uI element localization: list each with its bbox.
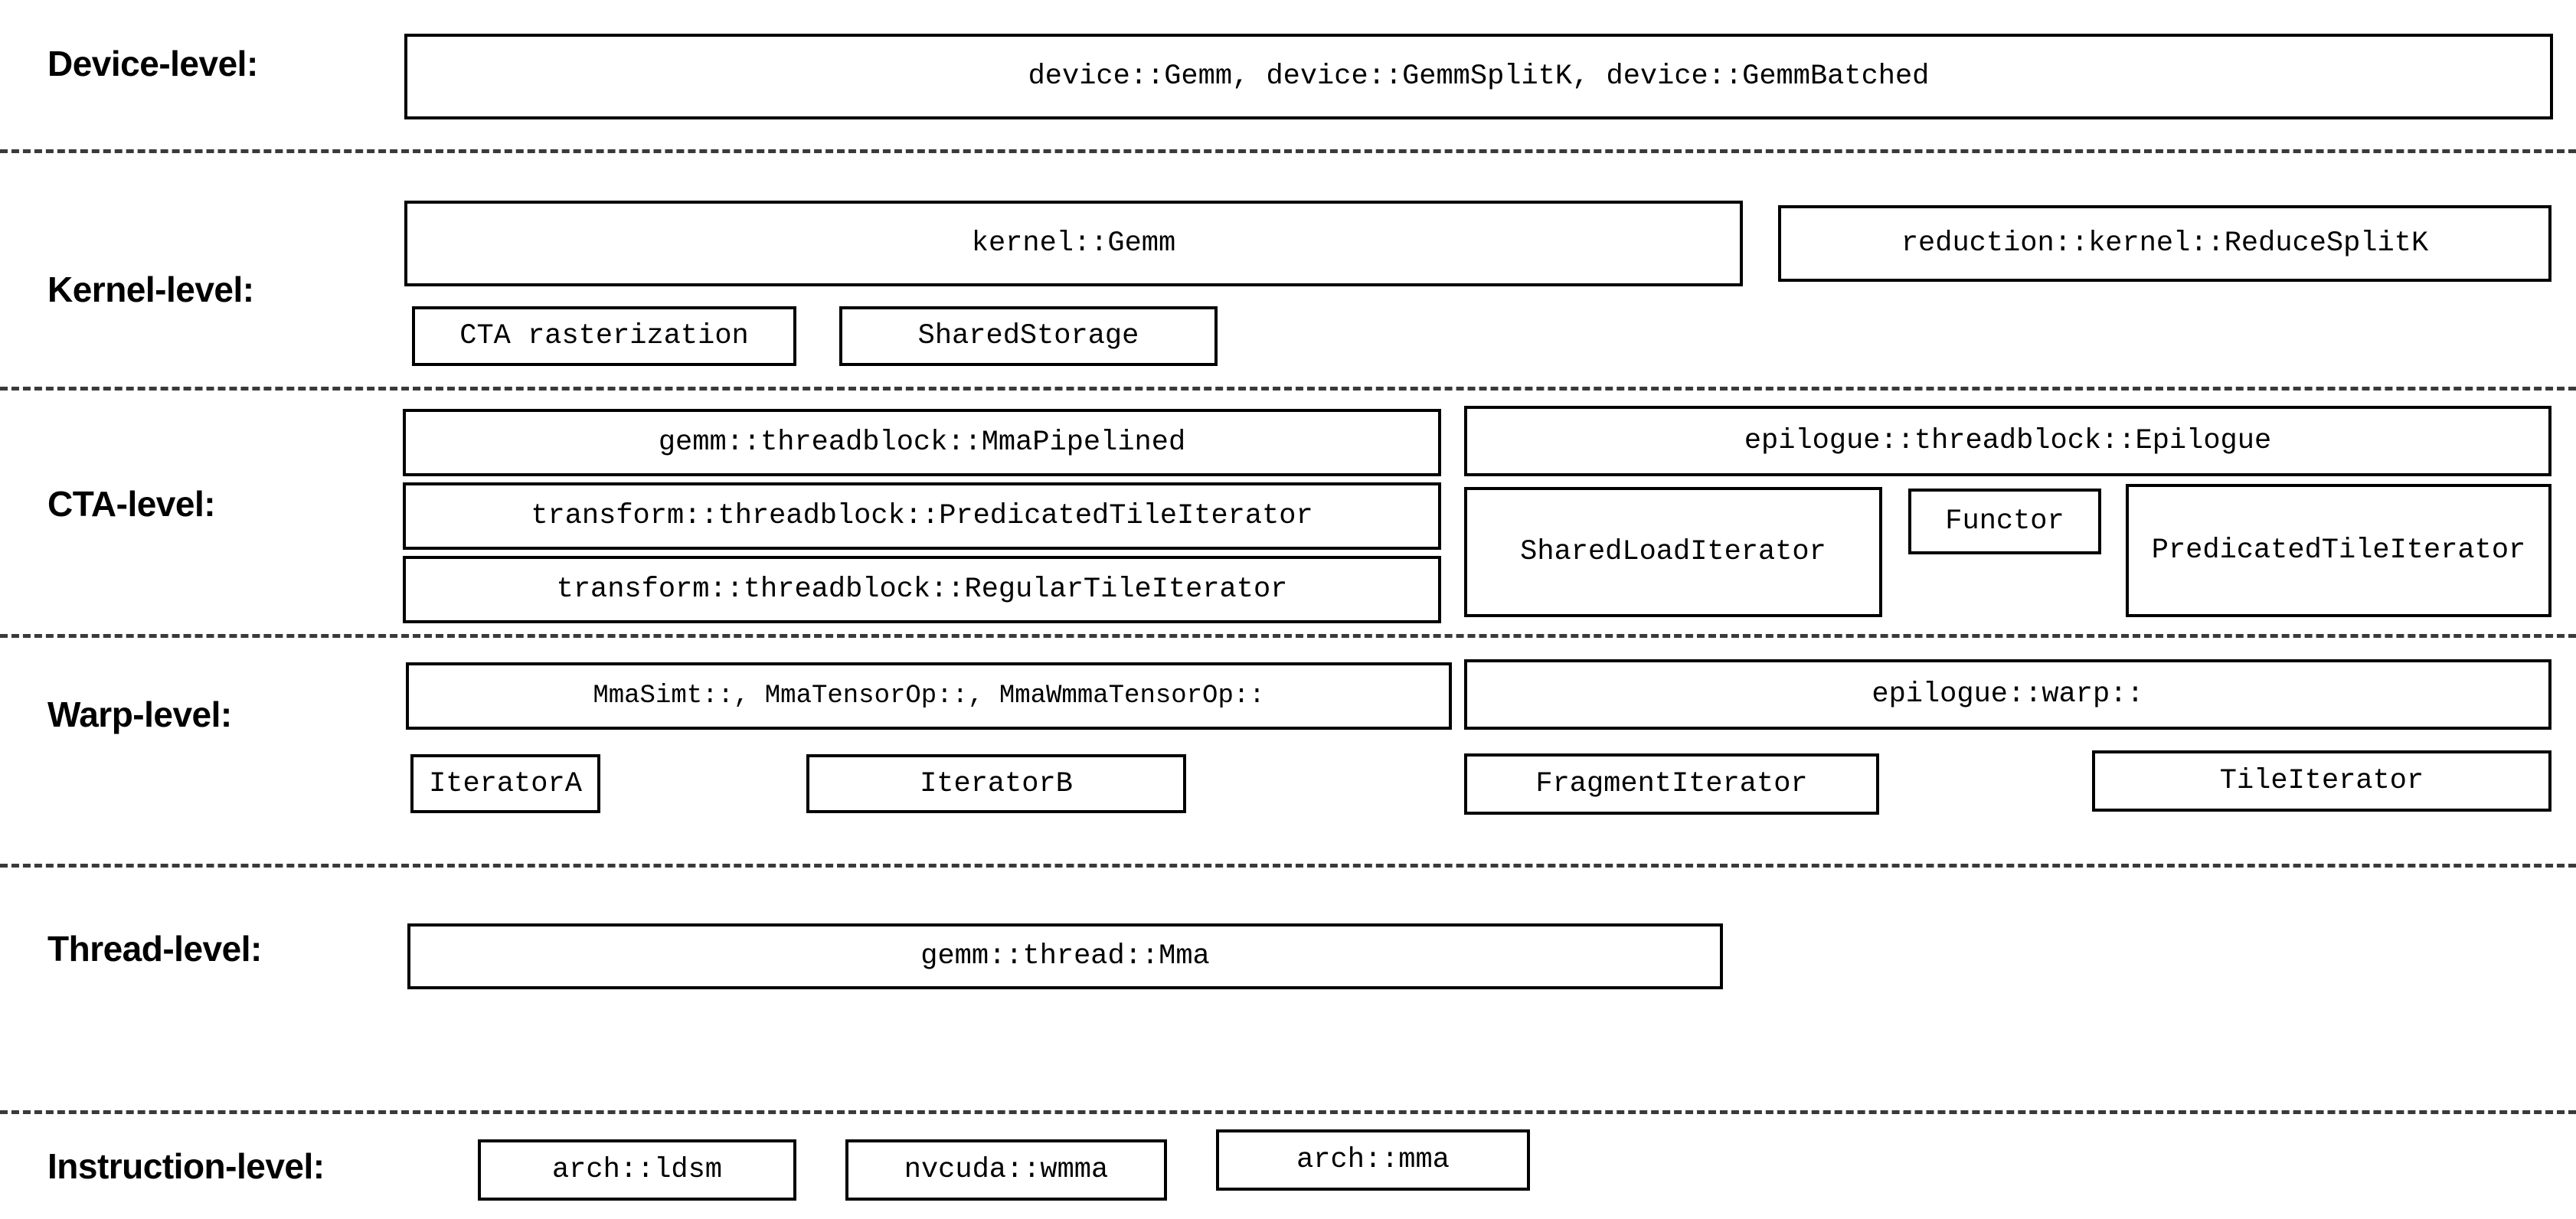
box-sharedloaditerator[interactable]: SharedLoadIterator — [1464, 487, 1882, 617]
divider-cta-warp — [0, 634, 2576, 638]
box-transform-threadblock-predicatedtileiterator[interactable]: transform::threadblock::PredicatedTileIt… — [403, 482, 1441, 550]
level-label-device: Device-level: — [47, 44, 258, 83]
level-label-warp: Warp-level: — [47, 694, 232, 734]
box-epilogue-warp[interactable]: epilogue::warp:: — [1464, 659, 2551, 730]
box-predicatedtileiterator[interactable]: PredicatedTileIterator — [2126, 484, 2551, 617]
box-iteratorb[interactable]: IteratorB — [806, 754, 1186, 813]
box-nvcuda-wmma[interactable]: nvcuda::wmma — [845, 1139, 1167, 1201]
box-transform-threadblock-regulartileiterator[interactable]: transform::threadblock::RegularTileItera… — [403, 556, 1441, 623]
box-gemm-thread-mma[interactable]: gemm::thread::Mma — [407, 923, 1723, 989]
box-epilogue-threadblock-epilogue[interactable]: epilogue::threadblock::Epilogue — [1464, 406, 2551, 476]
box-iteratora[interactable]: IteratorA — [410, 754, 600, 813]
level-label-kernel: Kernel-level: — [47, 270, 254, 309]
box-mma-warp-ops[interactable]: MmaSimt::, MmaTensorOp::, MmaWmmaTensorO… — [406, 662, 1452, 730]
box-device-gemm[interactable]: device::Gemm, device::GemmSplitK, device… — [404, 34, 2553, 119]
level-label-instruction: Instruction-level: — [47, 1146, 325, 1186]
divider-thread-instruction — [0, 1110, 2576, 1114]
box-tileiterator[interactable]: TileIterator — [2092, 750, 2551, 812]
level-label-thread: Thread-level: — [47, 929, 262, 969]
box-functor[interactable]: Functor — [1908, 489, 2101, 554]
box-cta-rasterization[interactable]: CTA rasterization — [412, 306, 796, 366]
box-fragmentiterator[interactable]: FragmentIterator — [1464, 753, 1879, 815]
box-shared-storage[interactable]: SharedStorage — [839, 306, 1218, 366]
box-arch-ldsm[interactable]: arch::ldsm — [478, 1139, 796, 1201]
divider-kernel-cta — [0, 387, 2576, 391]
box-gemm-threadblock-mmapipelined[interactable]: gemm::threadblock::MmaPipelined — [403, 409, 1441, 476]
divider-device-kernel — [0, 149, 2576, 153]
level-label-cta: CTA-level: — [47, 484, 216, 524]
divider-warp-thread — [0, 864, 2576, 868]
box-reduction-kernel-reducesplitk[interactable]: reduction::kernel::ReduceSplitK — [1778, 205, 2551, 282]
box-arch-mma[interactable]: arch::mma — [1216, 1129, 1530, 1191]
box-kernel-gemm[interactable]: kernel::Gemm — [404, 201, 1743, 286]
